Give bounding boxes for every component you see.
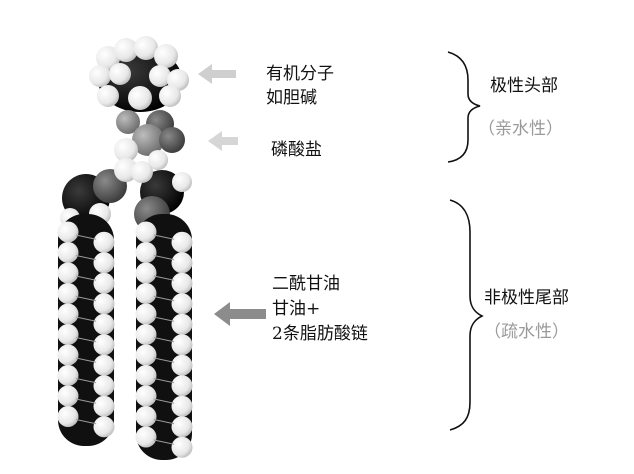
hydrogen-atom [93, 293, 115, 315]
choline-head-group [89, 36, 189, 112]
nonpolar-tail-subtitle: （疏水性） [484, 322, 569, 342]
hydrogen-atom [93, 313, 115, 335]
phosphate-label: 磷酸盐 [271, 140, 322, 160]
curly-brace-icon [449, 199, 484, 431]
hydrogen-atom [135, 406, 157, 427]
tail-group-label-line-3: 2条脂肪酸链 [272, 324, 368, 344]
carbon-bond [153, 296, 175, 302]
hydrogen-atom [171, 395, 193, 417]
hydrogen-atom [57, 262, 79, 284]
carbon-bond [153, 316, 175, 322]
carbon-bond [75, 234, 97, 240]
carbon-bond [75, 419, 97, 425]
hydrogen-atom [171, 313, 193, 335]
tail-group-label-line-1: 二酰甘油 [272, 274, 340, 294]
hydrogen-atom [135, 283, 157, 304]
carbon-bond [75, 296, 97, 302]
hydrogen-atom [57, 406, 79, 427]
hydrogen-atom [171, 252, 193, 274]
carbon-bond [75, 357, 97, 363]
polar-head-subtitle: （亲水性） [478, 119, 563, 139]
hydrogen-atom [171, 436, 193, 458]
hydrogen-atom [135, 303, 157, 325]
hydrogen-atom [57, 221, 79, 243]
hydrogen-atom [135, 344, 157, 366]
carbon-bond [153, 275, 175, 281]
carbon-bond [75, 378, 97, 384]
carbon-bond [75, 255, 97, 261]
hydrogen-atom [171, 231, 193, 253]
head-group-label-line-2: 如胆碱 [266, 88, 317, 108]
hydrogen-atom [93, 395, 115, 417]
carbon-bond [153, 439, 175, 445]
hydrogen-atom [57, 242, 79, 263]
carbon-bond [75, 398, 97, 404]
hydrogen-atom [57, 344, 79, 366]
carbon-bond [153, 378, 175, 384]
hydrogen-atom [135, 262, 157, 284]
polar-head-title: 极性头部 [490, 76, 558, 96]
hydrogen-atom [171, 293, 193, 315]
hydrogen-atom [93, 334, 115, 356]
arrow-left-icon [214, 302, 266, 326]
hydrogen-atom [57, 385, 79, 407]
carbon-bond [153, 255, 175, 261]
hydrogen-atom [171, 272, 193, 294]
hydrogen-atom [93, 231, 115, 253]
hydrogen-atom [171, 354, 193, 376]
carbon-bond [153, 398, 175, 404]
carbon-bond [75, 275, 97, 281]
hydrogen-atom [171, 416, 193, 438]
hydrogen-atom [135, 385, 157, 407]
hydrogen-atom [135, 221, 157, 243]
carbon-bond [153, 234, 175, 240]
carbon-bond [153, 337, 175, 343]
hydrogen-atom [93, 252, 115, 274]
arrow-left-icon [198, 64, 236, 84]
arrow-left-icon [208, 131, 238, 151]
carbon-bond [75, 316, 97, 322]
hydrogen-atom [93, 272, 115, 294]
fatty-acid-chain-right [135, 214, 193, 460]
hydrogen-atom [135, 242, 157, 263]
hydrogen-atom [93, 375, 115, 397]
tail-group-label-line-2: 甘油+ [272, 299, 321, 319]
phosphate-group [114, 110, 185, 170]
fatty-acid-chain-left [57, 214, 115, 446]
hydrogen-atom [57, 303, 79, 325]
hydrogen-atom [57, 324, 79, 345]
hydrogen-atom [135, 324, 157, 345]
head-group-label-line-1: 有机分子 [266, 64, 334, 84]
carbon-bond [153, 357, 175, 363]
hydrogen-atom [93, 354, 115, 376]
carbon-bond [75, 337, 97, 343]
hydrogen-atom [171, 334, 193, 356]
curly-brace-icon [447, 51, 481, 163]
hydrogen-atom [171, 375, 193, 397]
hydrogen-atom [135, 426, 157, 448]
hydrogen-atom [57, 283, 79, 304]
hydrogen-atom [135, 365, 157, 386]
hydrogen-atom [57, 365, 79, 386]
carbon-bond [153, 419, 175, 425]
hydrogen-atom [93, 416, 115, 438]
nonpolar-tail-title: 非极性尾部 [484, 288, 569, 308]
